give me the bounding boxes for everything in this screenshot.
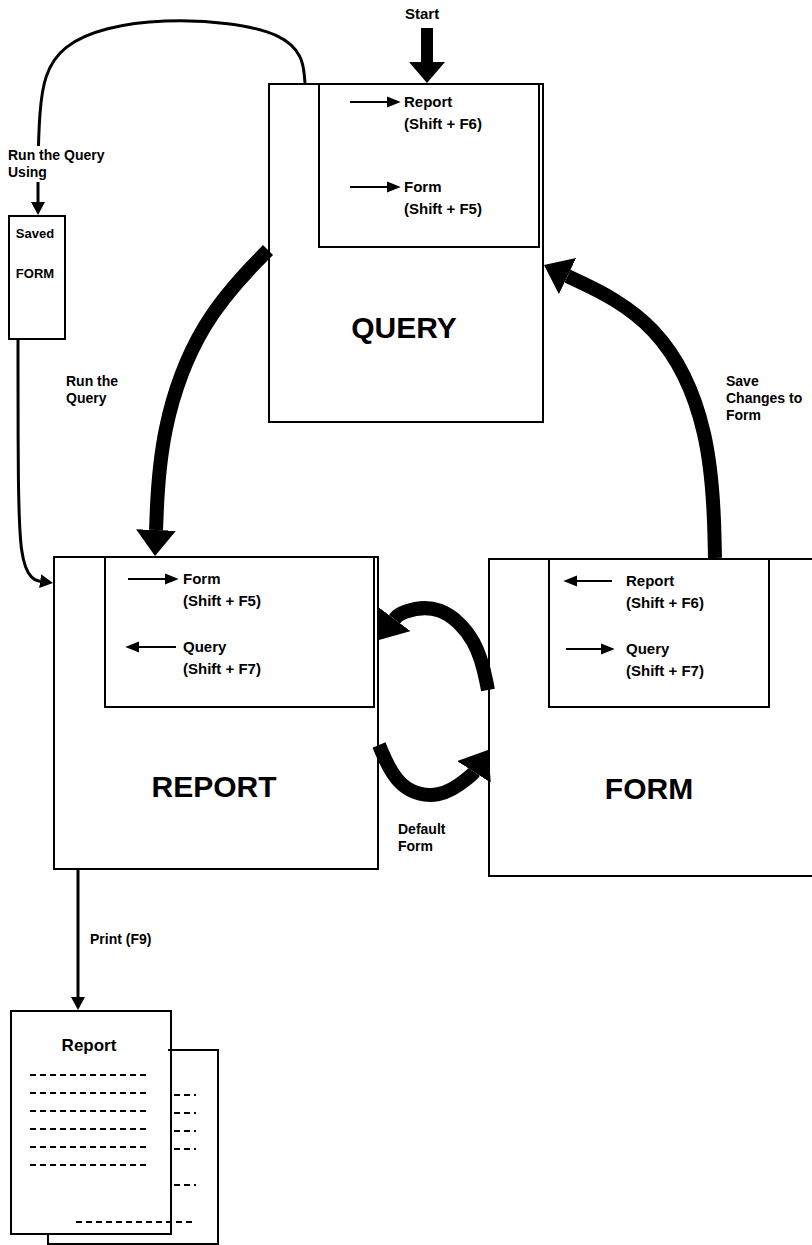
- start-label: Start: [403, 4, 441, 24]
- edge-label: Default Form: [396, 820, 470, 856]
- report-menu: Form (Shift + F5) Query (Shift + F7): [104, 556, 375, 708]
- node-text: (Shift + F6): [626, 594, 704, 611]
- query-box: QUERY Report (Shift + F6) Form (Shift + F5): [268, 83, 544, 423]
- node-text: Report: [12, 1036, 166, 1056]
- edge-label: Print (F9): [88, 930, 182, 949]
- thick-flow-arrow: [156, 250, 268, 530]
- node-text: (Shift + F6): [404, 115, 482, 132]
- report-box: REPORT Form (Shift + F5) Query (Shift + F7): [53, 556, 379, 870]
- node-text: (Shift + F7): [626, 662, 704, 679]
- thick-flow-arrow: [395, 608, 488, 690]
- node-text: (Shift + F5): [183, 592, 261, 609]
- edge-label: Run the Query Using: [6, 146, 120, 182]
- edge-label: Run the Query: [64, 372, 140, 408]
- start-arrow-shaft: [421, 28, 433, 64]
- form-menu: Report (Shift + F6) Query (Shift + F7): [548, 558, 770, 708]
- flow-arrow: [18, 340, 40, 581]
- node-text: Report: [404, 93, 452, 110]
- node-text: QUERY: [270, 311, 538, 346]
- node-text: FORM: [10, 267, 60, 282]
- node-text: Form: [404, 178, 442, 195]
- node-text: Query: [183, 638, 226, 655]
- form-box: FORM Report (Shift + F6) Query (Shift + F7): [488, 558, 812, 877]
- query-menu: Report (Shift + F6) Form (Shift + F5): [318, 83, 540, 248]
- flow-arrow: [77, 870, 80, 997]
- node-text: FORM: [490, 772, 808, 807]
- node-text: Saved: [10, 227, 60, 242]
- node-text: (Shift + F7): [183, 660, 261, 677]
- saved-form-box: SavedFORM: [8, 215, 66, 340]
- node-text: Report: [626, 572, 674, 589]
- front-page-ground: [10, 1010, 168, 1235]
- node-text: Query: [626, 640, 669, 657]
- edge-label: Save Changes to Form: [724, 372, 810, 424]
- node-text: Form: [183, 570, 221, 587]
- printed-report: Report: [10, 1010, 172, 1235]
- start-arrow-head: [409, 62, 445, 83]
- node-text: (Shift + F5): [404, 200, 482, 217]
- thick-flow-arrow: [567, 276, 715, 558]
- thick-flow-arrow: [379, 745, 474, 795]
- node-text: REPORT: [55, 770, 373, 805]
